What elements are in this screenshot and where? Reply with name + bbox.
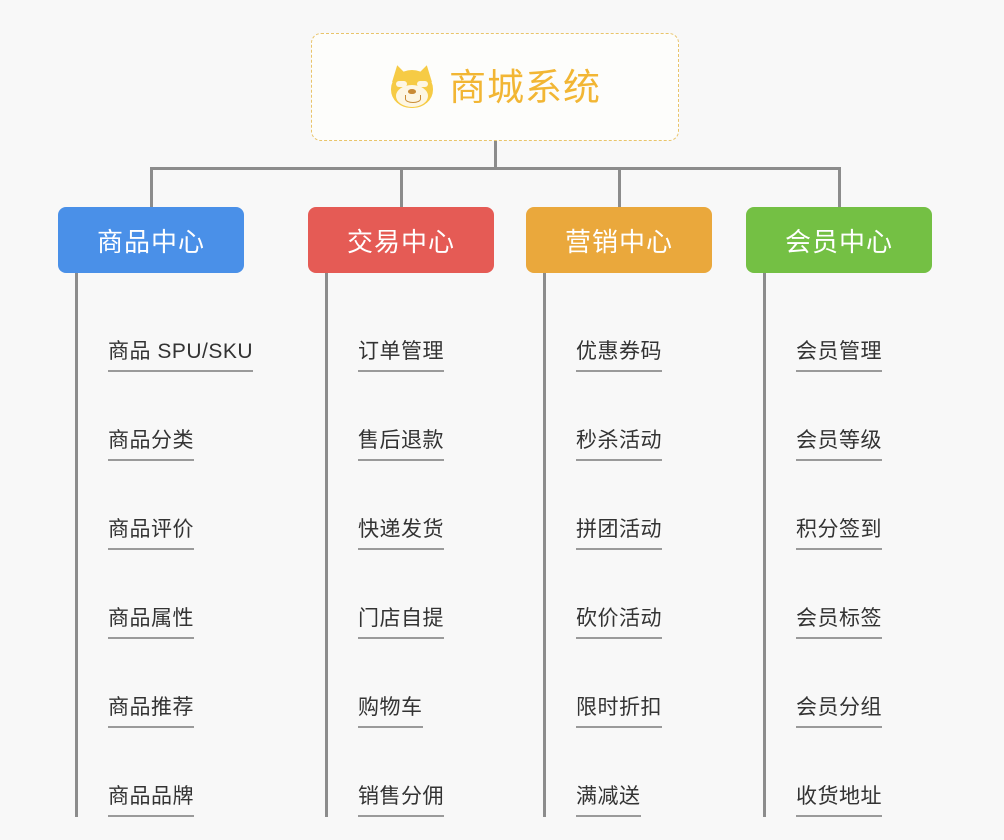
connector-drop-2 xyxy=(400,167,403,208)
branch-spine-3: 优惠券码 秒杀活动 拼团活动 砍价活动 限时折扣 满减送 xyxy=(543,273,712,817)
category-box-3[interactable]: 营销中心 xyxy=(526,207,712,273)
shiba-dog-face-icon xyxy=(388,63,436,109)
leaf-label: 会员等级 xyxy=(796,424,882,461)
list-item[interactable]: 商品 SPU/SKU xyxy=(78,283,254,372)
connector-horizontal-bus xyxy=(150,167,841,170)
leaf-label: 限时折扣 xyxy=(576,691,662,728)
leaf-label: 收货地址 xyxy=(796,780,882,817)
list-item[interactable]: 销售分佣 xyxy=(328,728,494,817)
list-item[interactable]: 收货地址 xyxy=(766,728,932,817)
branch-column-3: 营销中心 优惠券码 秒杀活动 拼团活动 砍价活动 限时折扣 满减送 xyxy=(526,207,712,817)
list-item[interactable]: 商品属性 xyxy=(78,550,244,639)
branch-spine-2: 订单管理 售后退款 快递发货 门店自提 购物车 销售分佣 xyxy=(325,273,494,817)
list-item[interactable]: 商品分类 xyxy=(78,372,244,461)
list-item[interactable]: 售后退款 xyxy=(328,372,494,461)
branch-column-4: 会员中心 会员管理 会员等级 积分签到 会员标签 会员分组 收货地址 xyxy=(746,207,932,817)
list-item[interactable]: 会员标签 xyxy=(766,550,932,639)
list-item[interactable]: 会员等级 xyxy=(766,372,932,461)
list-item[interactable]: 拼团活动 xyxy=(546,461,712,550)
category-label-4: 会员中心 xyxy=(784,226,893,257)
leaf-label: 秒杀活动 xyxy=(576,424,662,461)
leaf-label: 商品品牌 xyxy=(108,780,194,817)
leaf-label: 砍价活动 xyxy=(576,602,662,639)
category-label-3: 营销中心 xyxy=(564,226,673,257)
leaf-label: 商品 SPU/SKU xyxy=(108,335,254,372)
root-node[interactable]: 商城系统 xyxy=(311,33,679,141)
root-title: 商城系统 xyxy=(449,66,601,108)
leaf-label: 满减送 xyxy=(576,780,641,817)
list-item[interactable]: 秒杀活动 xyxy=(546,372,712,461)
connector-drop-1 xyxy=(150,167,153,208)
leaf-label: 商品分类 xyxy=(108,424,194,461)
leaf-label: 快递发货 xyxy=(358,513,444,550)
leaf-label: 订单管理 xyxy=(358,335,444,372)
list-item[interactable]: 商品评价 xyxy=(78,461,244,550)
category-box-1[interactable]: 商品中心 xyxy=(58,207,244,273)
branch-column-2: 交易中心 订单管理 售后退款 快递发货 门店自提 购物车 销售分佣 xyxy=(308,207,494,817)
leaf-label: 会员分组 xyxy=(796,691,882,728)
category-box-4[interactable]: 会员中心 xyxy=(746,207,932,273)
leaf-label: 销售分佣 xyxy=(358,780,444,817)
list-item[interactable]: 砍价活动 xyxy=(546,550,712,639)
leaf-label: 商品评价 xyxy=(108,513,194,550)
leaf-label: 会员标签 xyxy=(796,602,882,639)
leaf-label: 售后退款 xyxy=(358,424,444,461)
leaf-label: 会员管理 xyxy=(796,335,882,372)
list-item[interactable]: 优惠券码 xyxy=(546,283,712,372)
leaf-label: 商品属性 xyxy=(108,602,194,639)
leaf-label: 积分签到 xyxy=(796,513,882,550)
list-item[interactable]: 满减送 xyxy=(546,728,712,817)
leaf-label: 拼团活动 xyxy=(576,513,662,550)
list-item[interactable]: 限时折扣 xyxy=(546,639,712,728)
list-item[interactable]: 快递发货 xyxy=(328,461,494,550)
list-item[interactable]: 购物车 xyxy=(328,639,494,728)
list-item[interactable]: 会员分组 xyxy=(766,639,932,728)
branch-column-1: 商品中心 商品 SPU/SKU 商品分类 商品评价 商品属性 商品推荐 商品品牌 xyxy=(58,207,254,817)
list-item[interactable]: 门店自提 xyxy=(328,550,494,639)
category-label-2: 交易中心 xyxy=(346,226,455,257)
connector-root-stem xyxy=(494,141,497,169)
list-item[interactable]: 会员管理 xyxy=(766,283,932,372)
branch-spine-4: 会员管理 会员等级 积分签到 会员标签 会员分组 收货地址 xyxy=(763,273,932,817)
list-item[interactable]: 订单管理 xyxy=(328,283,494,372)
category-box-2[interactable]: 交易中心 xyxy=(308,207,494,273)
leaf-label: 商品推荐 xyxy=(108,691,194,728)
leaf-label: 购物车 xyxy=(358,691,423,728)
leaf-label: 门店自提 xyxy=(358,602,444,639)
list-item[interactable]: 商品推荐 xyxy=(78,639,244,728)
branch-spine-1: 商品 SPU/SKU 商品分类 商品评价 商品属性 商品推荐 商品品牌 xyxy=(75,273,254,817)
list-item[interactable]: 商品品牌 xyxy=(78,728,244,817)
list-item[interactable]: 积分签到 xyxy=(766,461,932,550)
leaf-label: 优惠券码 xyxy=(576,335,662,372)
connector-drop-4 xyxy=(838,167,841,208)
category-label-1: 商品中心 xyxy=(96,226,205,257)
connector-drop-3 xyxy=(618,167,621,208)
